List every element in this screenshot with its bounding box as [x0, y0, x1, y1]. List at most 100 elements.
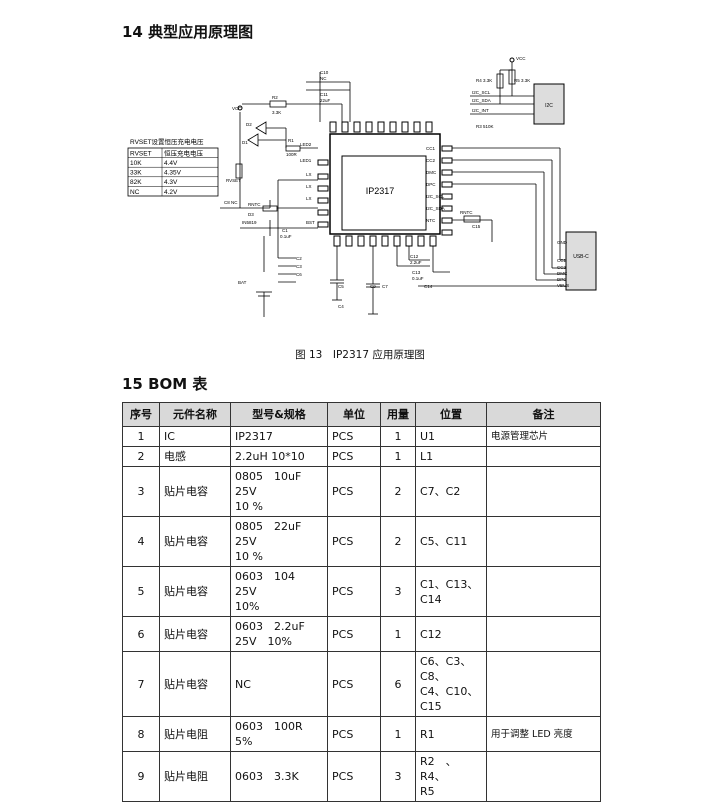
- usb-c-label: USB-C: [573, 254, 589, 260]
- cell-spec: 0805 22uF 25V 10 %: [230, 516, 328, 567]
- svg-text:C13: C13: [412, 270, 421, 275]
- header-unit: 单位: [327, 402, 381, 427]
- table-row: 3 贴片电容 0805 10uF 25V 10 % PCS 2 C7、C2: [122, 466, 601, 517]
- header-spec: 型号&规格: [230, 402, 328, 427]
- svg-text:R1: R1: [288, 138, 294, 143]
- chip-label: IP2317: [366, 186, 395, 196]
- cell-remark: [486, 651, 601, 717]
- svg-text:0.1uF: 0.1uF: [280, 234, 292, 239]
- cell-name: 贴片电阻: [159, 751, 231, 802]
- cell-position: C6、C3、C8、 C4、C10、 C15: [415, 651, 487, 717]
- svg-text:LED1: LED1: [300, 158, 312, 163]
- svg-text:D3: D3: [248, 212, 254, 217]
- cell-remark: [486, 446, 601, 467]
- bom-header-row: 序号 元件名称 型号&规格 单位 用量 位置 备注: [122, 402, 601, 427]
- svg-text:CC2: CC2: [557, 265, 566, 270]
- cell-remark: [486, 751, 601, 802]
- rvset-title: RVSET设置恒压充电电压: [130, 137, 204, 146]
- svg-text:100R: 100R: [286, 152, 298, 157]
- chip-outer: [329, 133, 441, 235]
- cell-name: 贴片电阻: [159, 716, 231, 752]
- cell-qty: 2: [380, 466, 416, 517]
- cell-index: 6: [122, 616, 160, 652]
- cell-qty: 2: [380, 516, 416, 567]
- svg-text:C7: C7: [382, 284, 388, 289]
- cell-unit: PCS: [327, 516, 381, 567]
- application-schematic: IP2317 USB-C GND CC1 CC2 DMC DPC VBUS: [127, 56, 597, 317]
- svg-text:D1: D1: [242, 140, 248, 145]
- svg-text:DMC: DMC: [557, 271, 568, 276]
- cell-name: 贴片电容: [159, 516, 231, 567]
- section-14-title: 14 典型应用原理图: [122, 23, 254, 41]
- cell-qty: 3: [380, 751, 416, 802]
- svg-text:33K: 33K: [130, 170, 142, 177]
- svg-text:C14: C14: [424, 284, 433, 289]
- usb-c-block: [565, 231, 597, 291]
- svg-text:DMC: DMC: [426, 170, 437, 175]
- svg-text:C9: C9: [370, 284, 376, 289]
- svg-text:RNTC: RNTC: [248, 202, 261, 207]
- header-index: 序号: [122, 402, 160, 427]
- svg-text:R3 510K: R3 510K: [476, 124, 494, 129]
- section-15-title: 15 BOM 表: [122, 375, 208, 393]
- cell-spec: 0603 100R 5%: [230, 716, 328, 752]
- svg-text:4.3V: 4.3V: [164, 179, 178, 186]
- cell-index: 3: [122, 466, 160, 517]
- cell-remark: [486, 566, 601, 617]
- cell-unit: PCS: [327, 616, 381, 652]
- cell-remark: [486, 516, 601, 567]
- svg-text:C12: C12: [410, 254, 419, 259]
- cell-spec: 0805 10uF 25V 10 %: [230, 466, 328, 517]
- cell-index: 8: [122, 716, 160, 752]
- svg-text:C2: C2: [296, 256, 302, 261]
- svg-text:C3: C3: [296, 264, 302, 269]
- svg-text:D2: D2: [246, 122, 252, 127]
- svg-text:0.1uF: 0.1uF: [412, 276, 424, 281]
- header-position: 位置: [415, 402, 487, 427]
- cell-index: 7: [122, 651, 160, 717]
- svg-text:VCC: VCC: [232, 106, 242, 111]
- svg-text:C10: C10: [320, 70, 329, 75]
- svg-text:RNTC: RNTC: [460, 210, 473, 215]
- cell-unit: PCS: [327, 716, 381, 752]
- cell-unit: PCS: [327, 446, 381, 467]
- table-row: 7 贴片电容 NC PCS 6 C6、C3、C8、 C4、C10、 C15: [122, 651, 601, 717]
- svg-text:LX: LX: [306, 196, 312, 201]
- cell-unit: PCS: [327, 751, 381, 802]
- svg-text:I2C: I2C: [545, 103, 553, 109]
- cell-unit: PCS: [327, 566, 381, 617]
- svg-text:恒压充电电压: 恒压充电电压: [164, 149, 204, 158]
- cell-name: 电感: [159, 446, 231, 467]
- svg-text:I2C_SDA: I2C_SDA: [472, 98, 491, 103]
- svg-text:CC1: CC1: [557, 258, 566, 263]
- svg-text:IN5819: IN5819: [242, 220, 257, 225]
- cell-spec: 2.2uH 10*10: [230, 446, 328, 467]
- svg-text:DPC: DPC: [426, 182, 436, 187]
- svg-text:VBUS: VBUS: [557, 283, 569, 288]
- cell-remark: 用于调整 LED 亮度: [486, 716, 601, 752]
- svg-text:R5 3.3K: R5 3.3K: [514, 78, 530, 83]
- cell-index: 2: [122, 446, 160, 467]
- cell-qty: 6: [380, 651, 416, 717]
- svg-text:4.35V: 4.35V: [164, 170, 182, 177]
- svg-text:LED2: LED2: [300, 142, 312, 147]
- svg-text:LX: LX: [306, 172, 312, 177]
- svg-text:CC1: CC1: [426, 146, 435, 151]
- cell-unit: PCS: [327, 651, 381, 717]
- svg-text:4.2V: 4.2V: [164, 189, 178, 196]
- cell-index: 1: [122, 426, 160, 447]
- cell-position: R1: [415, 716, 487, 752]
- cell-remark: 电源管理芯片: [486, 426, 601, 447]
- svg-text:RVSET: RVSET: [130, 151, 152, 158]
- cell-qty: 3: [380, 566, 416, 617]
- svg-text:I2C_INT: I2C_INT: [472, 108, 489, 113]
- i2c-block: [533, 83, 565, 125]
- cell-position: C5、C11: [415, 516, 487, 567]
- svg-text:I2C_SCL: I2C_SCL: [472, 90, 491, 95]
- cell-spec: 0603 2.2uF 25V 10%: [230, 616, 328, 652]
- svg-text:BST: BST: [306, 220, 315, 225]
- cell-position: U1: [415, 426, 487, 447]
- cell-qty: 1: [380, 446, 416, 467]
- header-name: 元件名称: [159, 402, 231, 427]
- cell-index: 5: [122, 566, 160, 617]
